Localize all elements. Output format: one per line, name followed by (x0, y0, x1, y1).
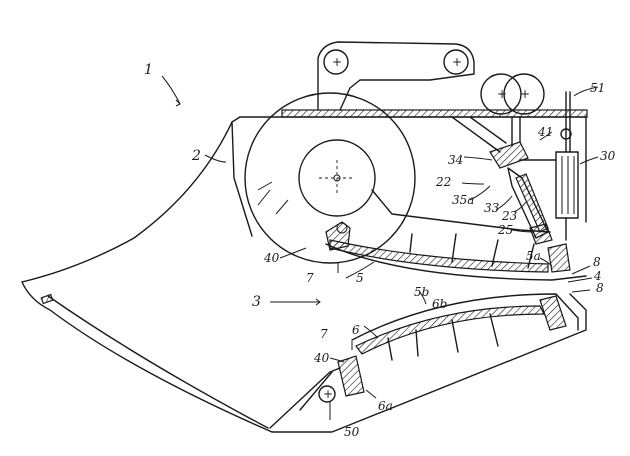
leader-lines (161, 75, 599, 420)
svg-text:+: + (520, 87, 530, 101)
label-33: 33 (484, 201, 500, 215)
label-22: 22 (435, 175, 451, 189)
label-1: 1 (144, 62, 153, 78)
reference-labels: 1 2 3 4 5 5a 5b 6 6a 6b 7 7 8 8 22 23 25… (144, 62, 616, 439)
label-6a: 6a (378, 399, 393, 413)
label-5b: 5b (414, 285, 429, 299)
label-8-upper: 8 (593, 255, 601, 269)
bucket-shell (21, 121, 587, 433)
svg-text:+: + (332, 55, 342, 69)
label-5a: 5a (526, 249, 541, 263)
svg-text:+: + (497, 87, 507, 101)
label-50: 50 (344, 425, 360, 439)
label-7-lower: 7 (320, 327, 328, 341)
label-6b: 6b (432, 297, 447, 311)
svg-text:+: + (323, 387, 333, 401)
label-8-lower: 8 (596, 281, 604, 295)
upper-screen (325, 221, 587, 281)
label-34: 34 (448, 153, 463, 167)
svg-text:+: + (452, 55, 462, 69)
label-2: 2 (191, 148, 201, 164)
lower-screen: + (299, 293, 579, 411)
label-35a: 35a (452, 193, 474, 207)
label-40-upper: 40 (263, 251, 280, 265)
rotor (244, 92, 551, 264)
label-23: 23 (501, 209, 518, 223)
label-40-lower: 40 (313, 351, 330, 365)
label-51: 51 (590, 81, 605, 95)
actuator-assembly (489, 91, 587, 245)
label-4: 4 (593, 269, 602, 283)
top-plate (231, 109, 588, 237)
label-3: 3 (252, 294, 261, 310)
label-30: 30 (600, 149, 616, 163)
label-6: 6 (352, 323, 360, 337)
mounting-bracket: + + + + (317, 41, 545, 115)
label-7-upper: 7 (306, 271, 314, 285)
label-41: 41 (537, 125, 553, 139)
label-5: 5 (356, 271, 364, 285)
label-25: 25 (497, 223, 513, 237)
